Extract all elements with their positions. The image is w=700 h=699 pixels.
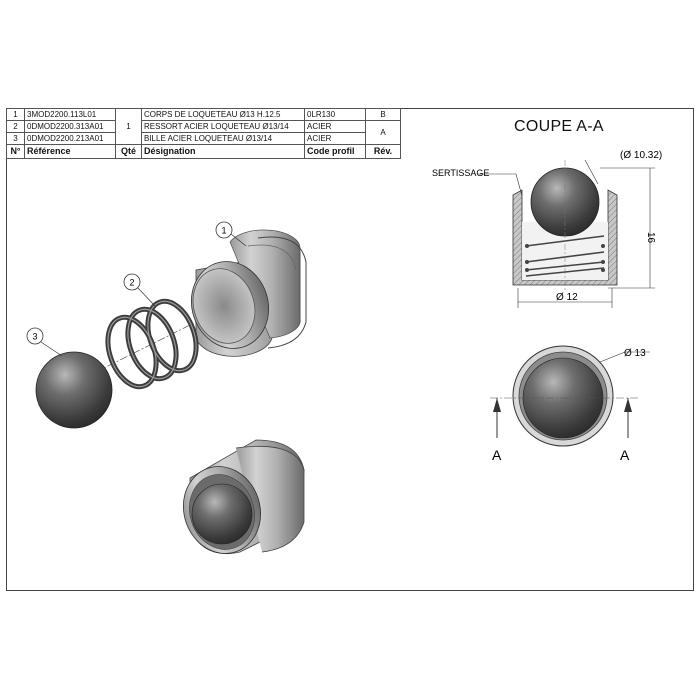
bill-of-materials: 1 3MOD2200.113L01 1 CORPS DE LOQUETEAU Ø… bbox=[6, 108, 401, 159]
end-view bbox=[490, 345, 650, 447]
cut-arrow-right bbox=[624, 398, 632, 438]
ball-part bbox=[35, 351, 113, 429]
balloon-3: 3 bbox=[26, 327, 63, 357]
cut-arrow-left bbox=[493, 398, 501, 438]
section-dimensions bbox=[478, 159, 655, 308]
balloon-1: 1 bbox=[215, 221, 247, 247]
balloon-label: 3 bbox=[32, 332, 37, 342]
dim-ball-diameter: (Ø 10.32) bbox=[620, 150, 662, 161]
body-part-exploded bbox=[190, 229, 307, 357]
bom-header-profil: Code profil bbox=[304, 144, 366, 159]
bom-header-rev: Rév. bbox=[365, 144, 401, 159]
table-header-row: N° Référence Qté Désignation Code profil… bbox=[6, 144, 401, 159]
cut-label-left: A bbox=[492, 447, 502, 463]
assembled-latch bbox=[182, 439, 305, 555]
bom-header-ref: Référence bbox=[24, 144, 116, 159]
spring-part bbox=[105, 298, 199, 390]
balloon-label: 2 bbox=[129, 278, 134, 288]
dim-height: 16 bbox=[645, 232, 656, 244]
section-title: COUPE A-A bbox=[514, 118, 604, 135]
dim-base-diameter: Ø 12 bbox=[556, 292, 578, 303]
section-view bbox=[512, 160, 618, 290]
cut-label-right: A bbox=[620, 447, 630, 463]
balloon-label: 1 bbox=[221, 226, 226, 236]
bom-cell-rev: A bbox=[365, 120, 401, 145]
balloon-2: 2 bbox=[123, 273, 156, 307]
dim-top-diameter: Ø 13 bbox=[624, 348, 646, 359]
sertissage-label: SERTISSAGE bbox=[432, 168, 489, 178]
